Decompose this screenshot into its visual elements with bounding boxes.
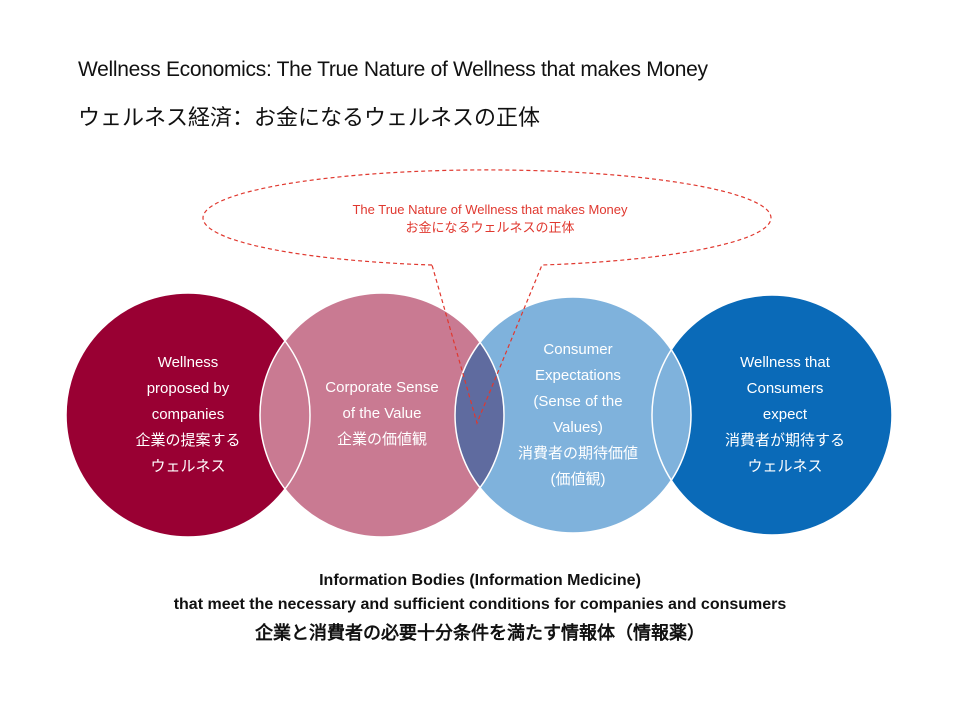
- circle2-line: Corporate Sense: [325, 379, 439, 396]
- circle2-line: 企業の価値観: [336, 431, 427, 448]
- circle-consumer-wellness: [652, 295, 892, 535]
- circle4-line: expect: [762, 406, 808, 423]
- circle1-line: Wellness: [157, 354, 219, 371]
- circle-label-consumer-wellness: Wellness that Consumers expect 消費者が期待する …: [700, 350, 870, 480]
- bottom-caption-line3: 企業と消費者の必要十分条件を満たす情報体（情報薬）: [255, 623, 705, 643]
- circle4-line: Consumers: [746, 380, 824, 397]
- circle-outline-2: [259, 292, 505, 538]
- callout-bubble: [202, 169, 772, 425]
- circle3-line: Expectations: [535, 367, 621, 384]
- circle3-line: Values): [553, 419, 603, 436]
- circle3-line: Consumer: [543, 341, 613, 358]
- title-japanese: ウェルネス経済：お金になるウェルネスの正体: [78, 106, 541, 131]
- circle1-line: companies: [151, 406, 225, 423]
- circle-label-consumer-expectations: Consumer Expectations (Sense of the Valu…: [498, 337, 658, 493]
- circle3-line: (価値観): [550, 471, 606, 488]
- circle1-line: proposed by: [146, 380, 230, 397]
- circle4-line: ウェルネス: [747, 458, 823, 475]
- circle-outline-1: [65, 292, 311, 538]
- circle3-line: 消費者の期待価値: [517, 445, 638, 462]
- circle-outline-4: [651, 294, 893, 536]
- circle-company-wellness: [66, 293, 310, 537]
- circle4-line: 消費者が期待する: [724, 432, 845, 449]
- circle-consumer-expectations: [455, 297, 691, 533]
- bottom-caption-line1: Information Bodies (Information Medicine…: [319, 572, 641, 589]
- circle3-line: (Sense of the: [533, 393, 623, 410]
- circle-corporate-sense: [260, 293, 504, 537]
- circle-label-corporate-sense: Corporate Sense of the Value 企業の価値観: [302, 375, 462, 453]
- circle1-line: 企業の提案する: [135, 432, 241, 449]
- circle-label-company-wellness: Wellness proposed by companies 企業の提案する ウ…: [118, 350, 258, 480]
- title-english: Wellness Economics: The True Nature of W…: [78, 58, 708, 81]
- circle-outline-3: [454, 296, 692, 534]
- circle1-line: ウェルネス: [150, 458, 226, 475]
- circle4-line: Wellness that: [740, 354, 830, 371]
- bottom-caption-line2: that meet the necessary and sufficient c…: [173, 596, 787, 613]
- callout-text-english: The True Nature of Wellness that makes M…: [352, 202, 628, 217]
- callout-text-japanese: お金になるウェルネスの正体: [405, 220, 575, 235]
- circle2-line: of the Value: [342, 405, 422, 422]
